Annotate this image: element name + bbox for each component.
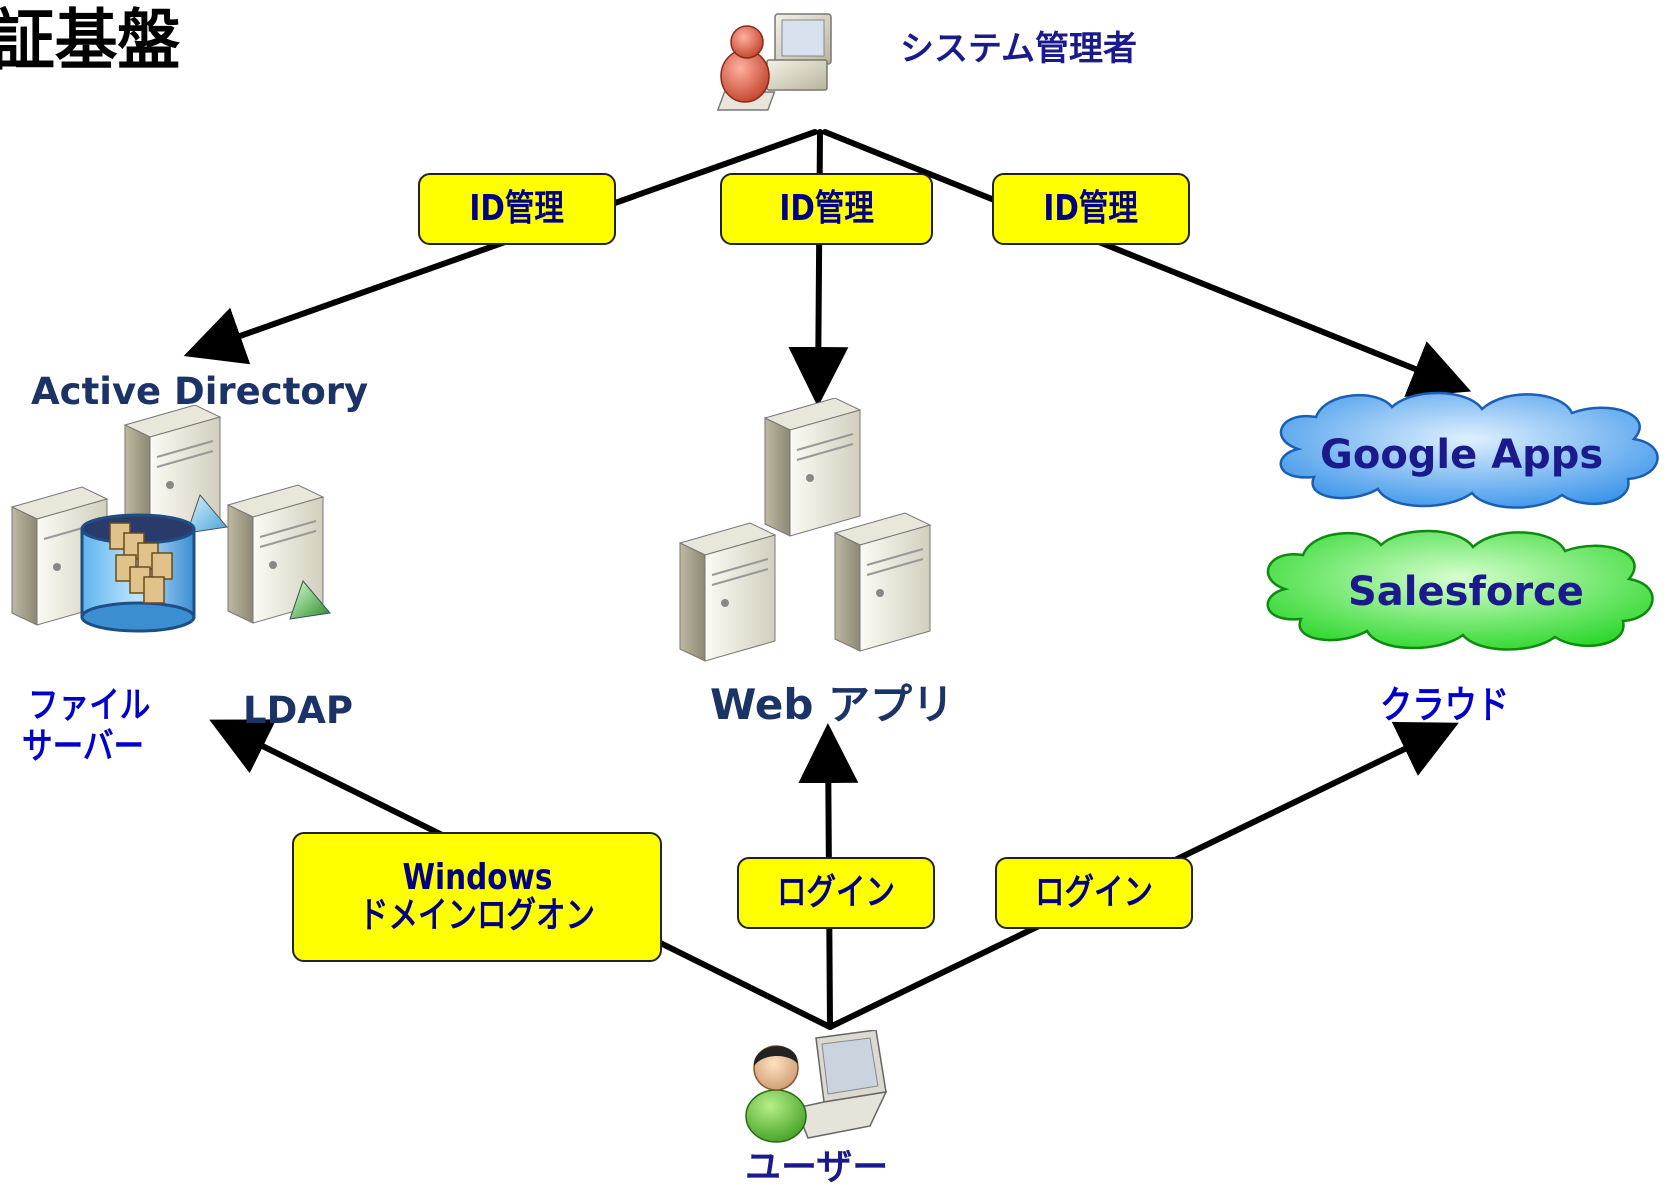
id-management-box-ad: ID管理 bbox=[418, 173, 616, 245]
id-management-box-web: ID管理 bbox=[720, 173, 933, 245]
file-server-label-line1: ファイル bbox=[28, 685, 151, 726]
login-box-web: ログイン bbox=[737, 857, 935, 929]
active-directory-label: Active Directory bbox=[31, 370, 369, 413]
file-server-label-line2: サーバー bbox=[22, 726, 145, 767]
windows-logon-line2: ドメインログオン bbox=[358, 895, 596, 936]
google-apps-label: Google Apps bbox=[1320, 432, 1604, 478]
login-label-cloud: ログイン bbox=[1034, 872, 1154, 914]
login-box-cloud: ログイン bbox=[995, 857, 1193, 929]
line-admin-to-web bbox=[788, 129, 849, 407]
id-management-label: ID管理 bbox=[1043, 188, 1139, 230]
login-label-web: ログイン bbox=[776, 872, 896, 914]
admin-workstation-icon bbox=[716, 13, 832, 111]
admin-label: システム管理者 bbox=[900, 29, 1137, 69]
user-label: ユーザー bbox=[745, 1147, 889, 1188]
web-app-servers-icon bbox=[678, 398, 932, 662]
cloud-label: クラウド bbox=[1380, 683, 1510, 727]
id-management-label: ID管理 bbox=[469, 188, 565, 230]
salesforce-cloud-icon bbox=[1266, 529, 1654, 651]
page-title-fragment: 証基盤 bbox=[0, 2, 181, 79]
user-laptop-icon bbox=[745, 1030, 888, 1143]
id-management-box-cloud: ID管理 bbox=[992, 173, 1190, 245]
id-management-label: ID管理 bbox=[779, 188, 874, 230]
windows-logon-line1: Windows bbox=[402, 857, 552, 899]
windows-domain-logon-box: Windows ドメインログオン bbox=[292, 832, 662, 962]
web-app-label: Web アプリ bbox=[710, 680, 955, 729]
salesforce-label: Salesforce bbox=[1348, 569, 1584, 615]
google-apps-cloud-icon bbox=[1279, 391, 1659, 509]
ldap-label: LDAP bbox=[243, 689, 354, 732]
line-admin-to-cloud bbox=[822, 129, 1472, 397]
active-directory-servers-icon bbox=[10, 405, 331, 633]
